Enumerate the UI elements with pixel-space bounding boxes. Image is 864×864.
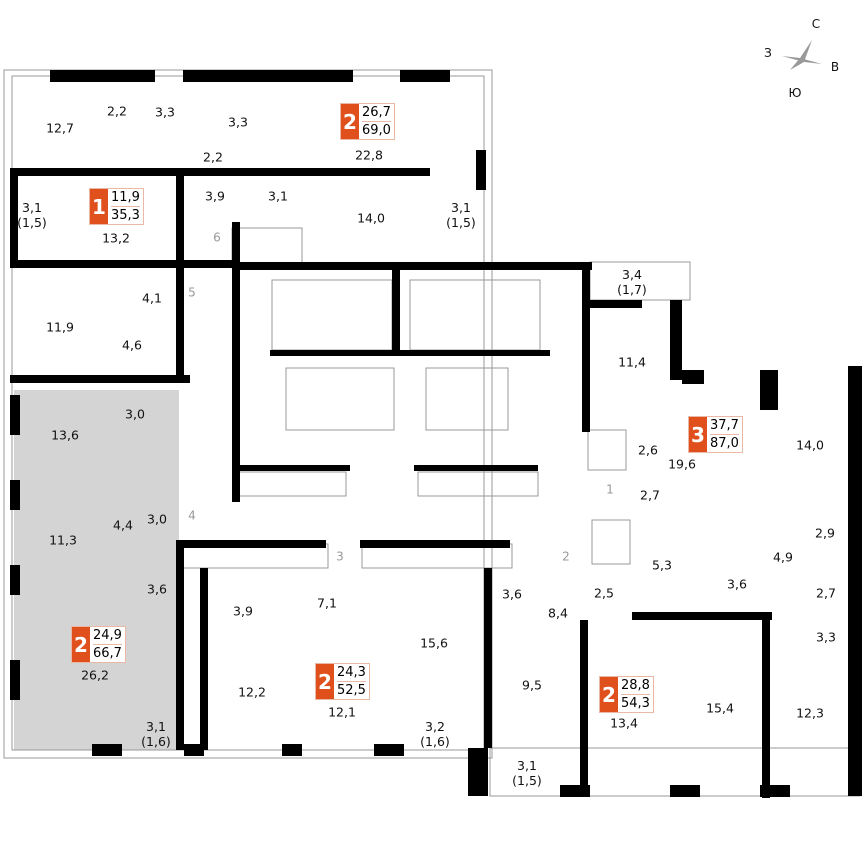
room-area-label: 14,0 xyxy=(796,437,824,453)
room-area-label: 3,1 (1,5) xyxy=(17,200,47,230)
living-area: 24,3 xyxy=(337,665,366,680)
room-count: 1 xyxy=(90,189,108,224)
room-area-label: 3,3 xyxy=(816,629,836,645)
total-area: 52,5 xyxy=(337,681,366,698)
room-area-label: 12,2 xyxy=(238,684,266,700)
entrance-number-label: 1 xyxy=(606,482,614,497)
room-area-label: 4,9 xyxy=(773,549,793,565)
room-area-label: 15,6 xyxy=(420,635,448,651)
room-area-label: 13,6 xyxy=(51,427,79,443)
room-area-label: 12,3 xyxy=(796,705,824,721)
room-count: 2 xyxy=(316,664,334,699)
total-area: 87,0 xyxy=(710,434,739,451)
room-area-label: 14,0 xyxy=(357,210,385,226)
entrance-number-label: 5 xyxy=(188,285,196,300)
room-area-label: 13,4 xyxy=(610,715,638,731)
room-count: 2 xyxy=(72,627,90,662)
entrance-number-label: 4 xyxy=(188,508,196,523)
room-area-label: 4,6 xyxy=(122,337,142,353)
room-area-label: 3,9 xyxy=(205,188,225,204)
room-area-label: 3,3 xyxy=(228,114,248,130)
compass-south-label: Ю xyxy=(788,86,802,100)
room-area-label: 3,6 xyxy=(502,586,522,602)
room-count: 2 xyxy=(341,104,359,139)
compass-north-label: С xyxy=(811,17,821,31)
room-area-label: 2,9 xyxy=(815,525,835,541)
room-area-label: 11,4 xyxy=(618,354,646,370)
entrance-number-label: 2 xyxy=(562,549,570,564)
room-area-label: 11,9 xyxy=(46,319,74,335)
room-area-label: 15,4 xyxy=(706,700,734,716)
room-area-label: 3,1 (1,5) xyxy=(512,758,542,788)
room-count: 3 xyxy=(689,417,707,452)
living-area: 37,7 xyxy=(710,418,739,433)
room-area-label: 3,9 xyxy=(233,603,253,619)
room-count: 2 xyxy=(600,677,618,712)
room-area-label: 3,6 xyxy=(727,576,747,592)
entrance-number-label: 3 xyxy=(336,549,344,564)
room-area-label: 2,2 xyxy=(203,149,223,165)
room-area-label: 3,4 (1,7) xyxy=(617,267,647,297)
total-area: 35,3 xyxy=(111,206,140,223)
room-area-label: 2,5 xyxy=(594,585,614,601)
total-area: 66,7 xyxy=(93,644,122,661)
room-area-label: 2,7 xyxy=(640,487,660,503)
room-area-label: 2,7 xyxy=(816,585,836,601)
room-area-label: 8,4 xyxy=(548,605,568,621)
room-area-label: 7,1 xyxy=(317,595,337,611)
room-area-label: 3,2 (1,6) xyxy=(420,719,450,749)
room-area-label: 4,1 xyxy=(142,290,162,306)
room-area-label: 19,6 xyxy=(668,456,696,472)
room-area-label: 2,2 xyxy=(107,103,127,119)
room-area-label: 3,1 xyxy=(268,188,288,204)
selected-apartment-fill xyxy=(14,390,179,750)
entrance-number-label: 6 xyxy=(213,230,221,245)
compass-west-label: З xyxy=(764,46,772,60)
room-area-label: 22,8 xyxy=(355,147,383,163)
room-area-label: 12,1 xyxy=(328,704,356,720)
room-area-label: 4,4 xyxy=(113,517,133,533)
room-area-label: 2,6 xyxy=(638,442,658,458)
living-area: 11,9 xyxy=(111,190,140,205)
room-area-label: 3,6 xyxy=(147,581,167,597)
room-area-label: 13,2 xyxy=(102,230,130,246)
living-area: 24,9 xyxy=(93,628,122,643)
total-area: 54,3 xyxy=(621,694,650,711)
living-area: 28,8 xyxy=(621,678,650,693)
living-area: 26,7 xyxy=(362,105,391,120)
room-area-label: 3,1 (1,6) xyxy=(141,719,171,749)
room-area-label: 9,5 xyxy=(522,677,542,693)
total-area: 69,0 xyxy=(362,121,391,138)
compass-east-label: В xyxy=(830,60,840,74)
room-area-label: 26,2 xyxy=(81,667,109,683)
room-area-label: 5,3 xyxy=(652,557,672,573)
room-area-label: 3,1 (1,5) xyxy=(446,200,476,230)
room-area-label: 3,0 xyxy=(147,511,167,527)
room-area-label: 12,7 xyxy=(46,120,74,136)
compass-icon xyxy=(782,40,822,70)
room-area-label: 3,3 xyxy=(155,104,175,120)
room-area-label: 11,3 xyxy=(49,532,77,548)
room-area-label: 3,0 xyxy=(125,406,145,422)
